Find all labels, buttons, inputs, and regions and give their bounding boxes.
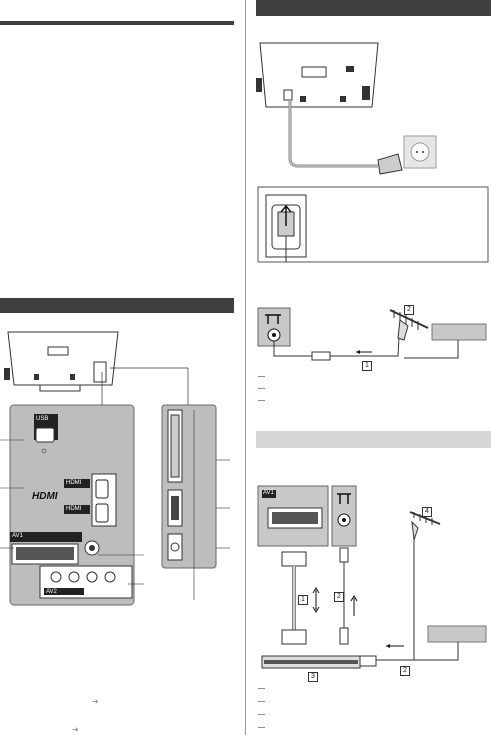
- right-light-band: [256, 431, 491, 448]
- callout-number-2: 2: [400, 666, 410, 676]
- legend-dash: —: [258, 698, 265, 705]
- top-left-header-bar: [0, 21, 234, 25]
- callout-number-4: 4: [422, 507, 432, 517]
- scart-port-label: AV1: [12, 533, 23, 539]
- callout-number-2: 2: [334, 592, 344, 602]
- column-divider: [245, 0, 246, 735]
- arrow-icon: ➜: [72, 725, 79, 734]
- legend-dash: —: [258, 373, 265, 380]
- top-right-header-bar: [256, 0, 491, 16]
- legend-dash: —: [258, 724, 265, 731]
- hdmi-port-label-b: HDMI: [66, 506, 82, 512]
- callout-number-1: 1: [362, 361, 372, 371]
- callout-number-1: 1: [298, 595, 308, 605]
- mid-left-header-bar: [0, 298, 234, 313]
- scart-connector-label: AV1: [263, 490, 274, 496]
- hdmi-port-label-a: HDMI: [66, 480, 82, 486]
- callout-number-2: 2: [404, 305, 414, 315]
- legend-dash: —: [258, 397, 265, 404]
- legend-dash: —: [258, 685, 265, 692]
- arrow-icon: ➜: [92, 697, 99, 706]
- callout-number-3: 3: [308, 672, 318, 682]
- av-port-label: AV2: [46, 589, 57, 595]
- legend-dash: —: [258, 385, 265, 392]
- hdmi-logo: HDMI: [32, 491, 58, 502]
- usb-port-label: USB: [36, 416, 49, 422]
- legend-dash: —: [258, 711, 265, 718]
